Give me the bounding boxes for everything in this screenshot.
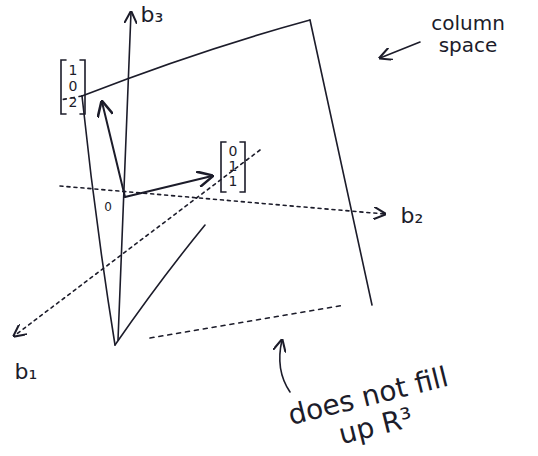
matrix-entry: 1: [69, 63, 78, 78]
b2-axis: [60, 186, 385, 214]
matrix-bracket: [61, 60, 66, 114]
plane-bottom-edge: [150, 305, 345, 338]
matrix-bracket: [80, 60, 85, 114]
matrix-bracket: [240, 142, 245, 192]
axis-label: b₂: [401, 204, 424, 228]
vector-arrow: [125, 176, 212, 197]
origin-label: 0: [102, 201, 114, 214]
callout-text: column space: [418, 12, 518, 56]
matrix-entry: 1: [229, 174, 238, 189]
axis-label: b₁: [15, 360, 38, 384]
matrix-entry: 0: [229, 144, 238, 159]
matrix-entry: 0: [69, 79, 78, 94]
matrix-bracket: [221, 142, 226, 192]
b1-axis: [14, 150, 260, 336]
note-text: does not fill up R³: [282, 362, 462, 456]
matrix-entry: 2: [69, 95, 78, 110]
axis-label: b₃: [141, 3, 164, 27]
leader-arrow: [280, 340, 290, 392]
plane-fold-line: [115, 225, 205, 345]
vector-arrow: [102, 102, 125, 197]
plane-top-edge: [82, 20, 310, 96]
plane-right-edge: [310, 20, 372, 305]
leader-arrow: [380, 42, 420, 58]
matrix-entry: 1: [229, 159, 238, 174]
